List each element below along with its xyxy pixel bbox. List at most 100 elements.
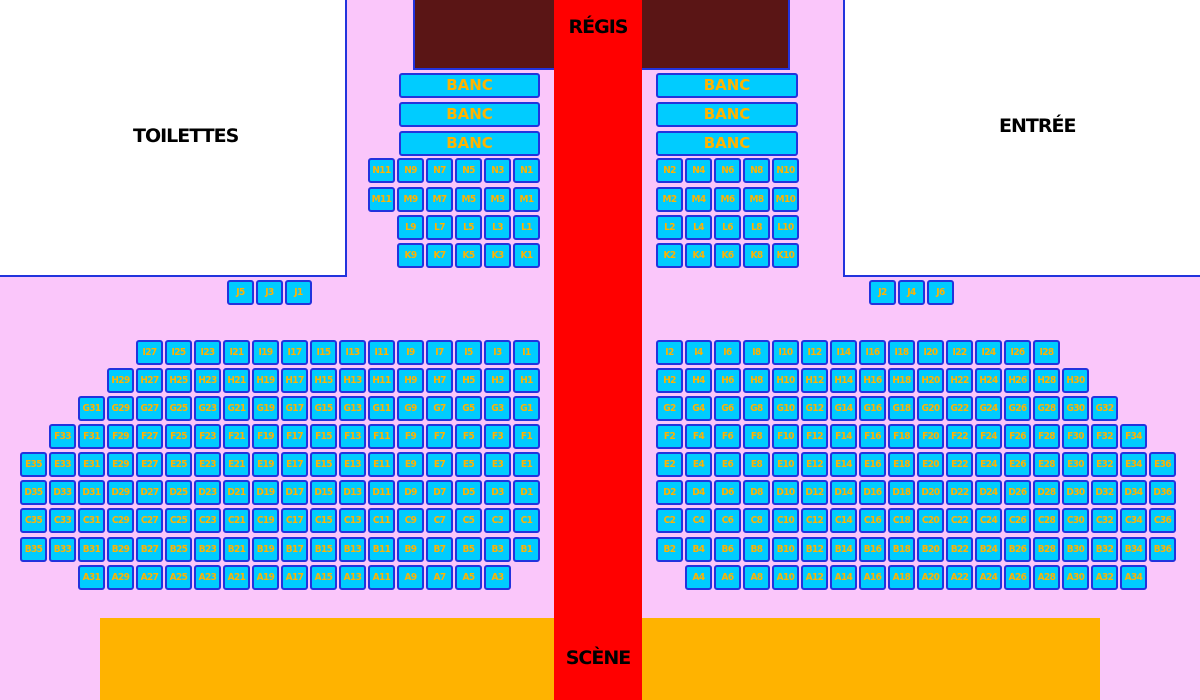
seat-a4[interactable]: A4 [685, 565, 712, 590]
seat-c1[interactable]: C1 [513, 508, 540, 533]
seat-a32[interactable]: A32 [1091, 565, 1118, 590]
seat-b13[interactable]: B13 [339, 537, 366, 562]
seat-b10[interactable]: B10 [772, 537, 799, 562]
seat-l9[interactable]: L9 [397, 215, 424, 240]
seat-f7[interactable]: F7 [426, 424, 453, 449]
seat-c22[interactable]: C22 [946, 508, 973, 533]
seat-a24[interactable]: A24 [975, 565, 1002, 590]
seat-e13[interactable]: E13 [339, 452, 366, 477]
seat-i4[interactable]: I4 [685, 340, 712, 365]
seat-e28[interactable]: E28 [1033, 452, 1060, 477]
seat-h12[interactable]: H12 [801, 368, 828, 393]
seat-e2[interactable]: E2 [656, 452, 683, 477]
seat-e19[interactable]: E19 [252, 452, 279, 477]
seat-a9[interactable]: A9 [397, 565, 424, 590]
seat-a20[interactable]: A20 [917, 565, 944, 590]
seat-a23[interactable]: A23 [194, 565, 221, 590]
seat-i17[interactable]: I17 [281, 340, 308, 365]
seat-l10[interactable]: L10 [772, 215, 799, 240]
seat-l7[interactable]: L7 [426, 215, 453, 240]
seat-b26[interactable]: B26 [1004, 537, 1031, 562]
seat-h6[interactable]: H6 [714, 368, 741, 393]
seat-f2[interactable]: F2 [656, 424, 683, 449]
seat-f29[interactable]: F29 [107, 424, 134, 449]
seat-f8[interactable]: F8 [743, 424, 770, 449]
seat-c3[interactable]: C3 [484, 508, 511, 533]
seat-i18[interactable]: I18 [888, 340, 915, 365]
seat-c12[interactable]: C12 [801, 508, 828, 533]
seat-h22[interactable]: H22 [946, 368, 973, 393]
seat-l6[interactable]: L6 [714, 215, 741, 240]
seat-e33[interactable]: E33 [49, 452, 76, 477]
seat-h19[interactable]: H19 [252, 368, 279, 393]
seat-e5[interactable]: E5 [455, 452, 482, 477]
seat-e14[interactable]: E14 [830, 452, 857, 477]
seat-c30[interactable]: C30 [1062, 508, 1089, 533]
seat-l3[interactable]: L3 [484, 215, 511, 240]
seat-c23[interactable]: C23 [194, 508, 221, 533]
seat-e6[interactable]: E6 [714, 452, 741, 477]
seat-a21[interactable]: A21 [223, 565, 250, 590]
seat-i7[interactable]: I7 [426, 340, 453, 365]
seat-k3[interactable]: K3 [484, 243, 511, 268]
seat-b1[interactable]: B1 [513, 537, 540, 562]
seat-a19[interactable]: A19 [252, 565, 279, 590]
seat-e32[interactable]: E32 [1091, 452, 1118, 477]
seat-b3[interactable]: B3 [484, 537, 511, 562]
seat-b29[interactable]: B29 [107, 537, 134, 562]
seat-g11[interactable]: G11 [368, 396, 395, 421]
seat-b19[interactable]: B19 [252, 537, 279, 562]
seat-d36[interactable]: D36 [1149, 480, 1176, 505]
seat-n10[interactable]: N10 [772, 158, 799, 183]
seat-h9[interactable]: H9 [397, 368, 424, 393]
seat-d26[interactable]: D26 [1004, 480, 1031, 505]
seat-l2[interactable]: L2 [656, 215, 683, 240]
bench-right-3[interactable]: BANC [656, 131, 798, 156]
seat-j2[interactable]: J2 [869, 280, 896, 305]
seat-n4[interactable]: N4 [685, 158, 712, 183]
seat-j1[interactable]: J1 [285, 280, 312, 305]
seat-b14[interactable]: B14 [830, 537, 857, 562]
seat-i13[interactable]: I13 [339, 340, 366, 365]
seat-d7[interactable]: D7 [426, 480, 453, 505]
seat-f6[interactable]: F6 [714, 424, 741, 449]
seat-h17[interactable]: H17 [281, 368, 308, 393]
seat-a30[interactable]: A30 [1062, 565, 1089, 590]
seat-h29[interactable]: H29 [107, 368, 134, 393]
seat-c34[interactable]: C34 [1120, 508, 1147, 533]
seat-f9[interactable]: F9 [397, 424, 424, 449]
seat-g24[interactable]: G24 [975, 396, 1002, 421]
seat-j5[interactable]: J5 [227, 280, 254, 305]
seat-a8[interactable]: A8 [743, 565, 770, 590]
seat-j6[interactable]: J6 [927, 280, 954, 305]
seat-g26[interactable]: G26 [1004, 396, 1031, 421]
seat-a13[interactable]: A13 [339, 565, 366, 590]
seat-d2[interactable]: D2 [656, 480, 683, 505]
seat-f21[interactable]: F21 [223, 424, 250, 449]
seat-i19[interactable]: I19 [252, 340, 279, 365]
seat-c5[interactable]: C5 [455, 508, 482, 533]
seat-g10[interactable]: G10 [772, 396, 799, 421]
seat-f20[interactable]: F20 [917, 424, 944, 449]
seat-b33[interactable]: B33 [49, 537, 76, 562]
seat-h23[interactable]: H23 [194, 368, 221, 393]
seat-g1[interactable]: G1 [513, 396, 540, 421]
seat-h14[interactable]: H14 [830, 368, 857, 393]
seat-b20[interactable]: B20 [917, 537, 944, 562]
seat-c6[interactable]: C6 [714, 508, 741, 533]
seat-g17[interactable]: G17 [281, 396, 308, 421]
seat-n6[interactable]: N6 [714, 158, 741, 183]
seat-m3[interactable]: M3 [484, 187, 511, 212]
seat-c29[interactable]: C29 [107, 508, 134, 533]
seat-h2[interactable]: H2 [656, 368, 683, 393]
seat-b31[interactable]: B31 [78, 537, 105, 562]
seat-c14[interactable]: C14 [830, 508, 857, 533]
seat-g13[interactable]: G13 [339, 396, 366, 421]
seat-m2[interactable]: M2 [656, 187, 683, 212]
seat-e11[interactable]: E11 [368, 452, 395, 477]
seat-a12[interactable]: A12 [801, 565, 828, 590]
seat-f17[interactable]: F17 [281, 424, 308, 449]
seat-e36[interactable]: E36 [1149, 452, 1176, 477]
seat-d21[interactable]: D21 [223, 480, 250, 505]
seat-b15[interactable]: B15 [310, 537, 337, 562]
